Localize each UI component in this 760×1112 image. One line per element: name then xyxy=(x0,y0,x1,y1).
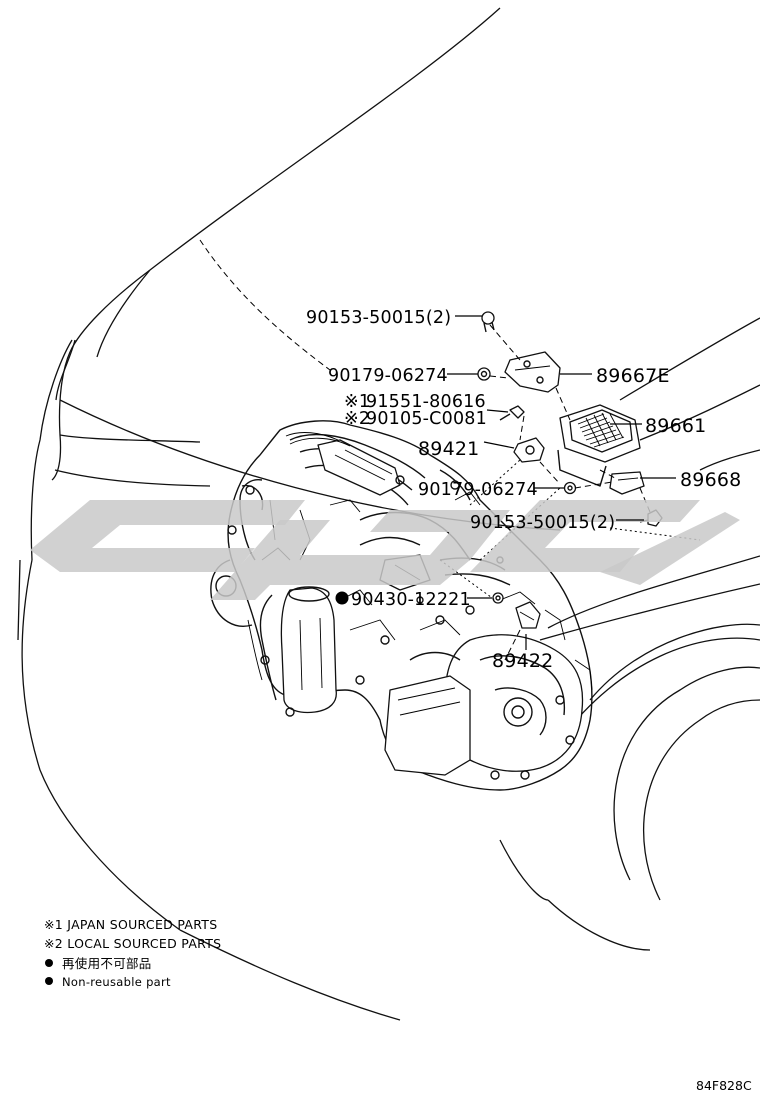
callout-leaders xyxy=(447,315,676,650)
part-label-90179-06274-top: 90179-06274 xyxy=(328,366,448,386)
sensor-89421 xyxy=(513,437,545,463)
part-label-91551-80616: 91551-80616 xyxy=(366,392,486,412)
part-label-89661: 89661 xyxy=(645,415,706,437)
ecu-module-89661 xyxy=(557,404,641,487)
sensor-89422 xyxy=(515,601,541,629)
part-label-89667E: 89667E xyxy=(596,365,670,387)
figure-code: 84F828C xyxy=(696,1078,752,1093)
part-label-90430-12221: 90430-12221 xyxy=(351,590,471,610)
legend-japan-sourced: ※1 JAPAN SOURCED PARTS xyxy=(44,917,217,932)
legend-non-reusable-jp: 再使用不可部品 xyxy=(62,956,152,971)
part-label-91551-prefix: ※1 xyxy=(344,392,370,412)
part-label-89421: 89421 xyxy=(418,438,479,460)
part-label-90179-06274-mid: 90179-06274 xyxy=(418,480,538,500)
part-label-90153-50015-top: 90153-50015(2) xyxy=(306,308,451,328)
watermark-logo xyxy=(30,500,740,600)
part-label-89668: 89668 xyxy=(680,469,741,491)
part-label-90105-prefix: ※2 xyxy=(344,409,370,429)
bracket-89668 xyxy=(609,471,645,495)
part-label-89422: 89422 xyxy=(492,650,553,672)
vehicle-body-outline xyxy=(17,7,760,1021)
legend-bullet-icon xyxy=(45,959,53,967)
part-label-90105-C0081: 90105-C0081 xyxy=(366,409,487,429)
legend: ※1 JAPAN SOURCED PARTS ※2 LOCAL SOURCED … xyxy=(44,917,221,989)
legend-local-sourced: ※2 LOCAL SOURCED PARTS xyxy=(44,936,221,951)
legend-non-reusable-en: Non-reusable part xyxy=(62,975,171,989)
legend-bullet-icon xyxy=(45,977,53,985)
bracket-89667E xyxy=(504,351,561,393)
part-label-90153-50015-right: 90153-50015(2) xyxy=(470,513,615,533)
non-reusable-marker-icon xyxy=(335,591,349,605)
